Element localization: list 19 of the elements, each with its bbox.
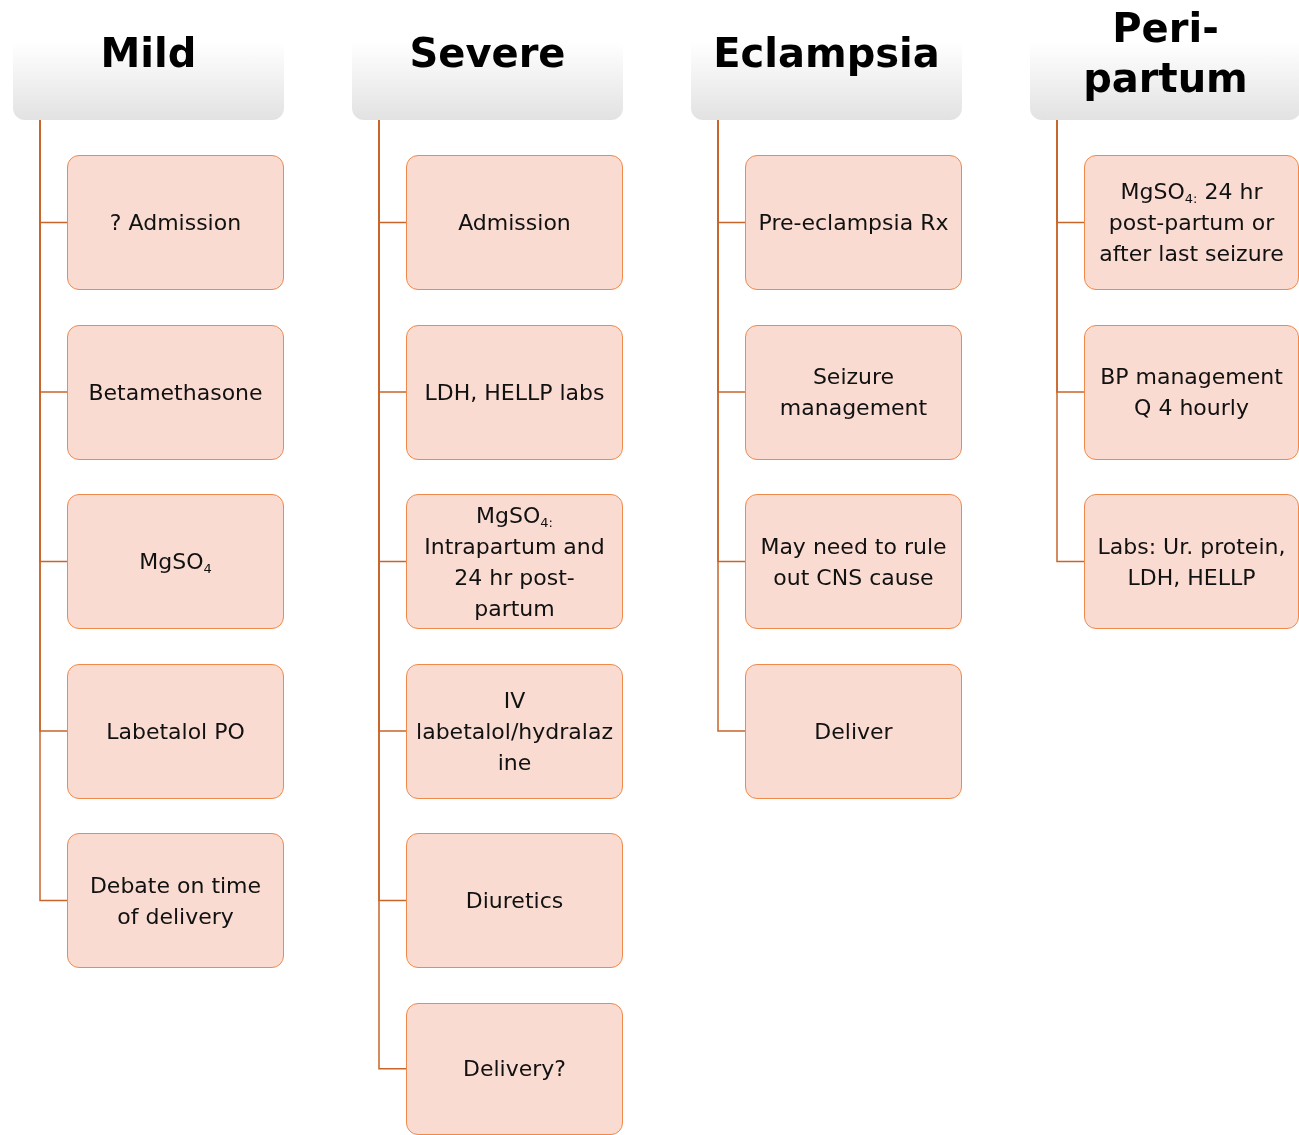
step-box: ? Admission [67,155,284,290]
step-box: Delivery? [406,1002,623,1135]
step-box: MgSO$_{4:}$ 24 hr post-partum or after last seizure [1084,155,1299,290]
connector-line [1056,119,1085,563]
step-box: Labetalol PO [67,663,284,799]
step-box: BP management Q 4 hourly [1084,324,1299,460]
step-box: Pre-eclampsia Rx [745,155,962,290]
step-box: May need to rule out CNS cause [745,494,962,629]
step-box: Admission [406,155,623,290]
step-box: Debate on time of delivery [67,833,284,968]
step-box: IV labetalol/hydralazine [406,663,623,799]
step-box: MgSO$_{4:}$ Intrapartum and 24 hr post-partum [406,494,623,629]
step-box: Seizure management [745,324,962,460]
step-box: MgSO$_{4}$ [67,494,284,629]
step-box: Deliver [745,663,962,799]
step-box: Betamethasone [67,324,284,460]
step-box: Labs: Ur. protein, LDH, HELLP [1084,494,1299,629]
step-box: LDH, HELLP labs [406,324,623,460]
step-box: Diuretics [406,833,623,968]
